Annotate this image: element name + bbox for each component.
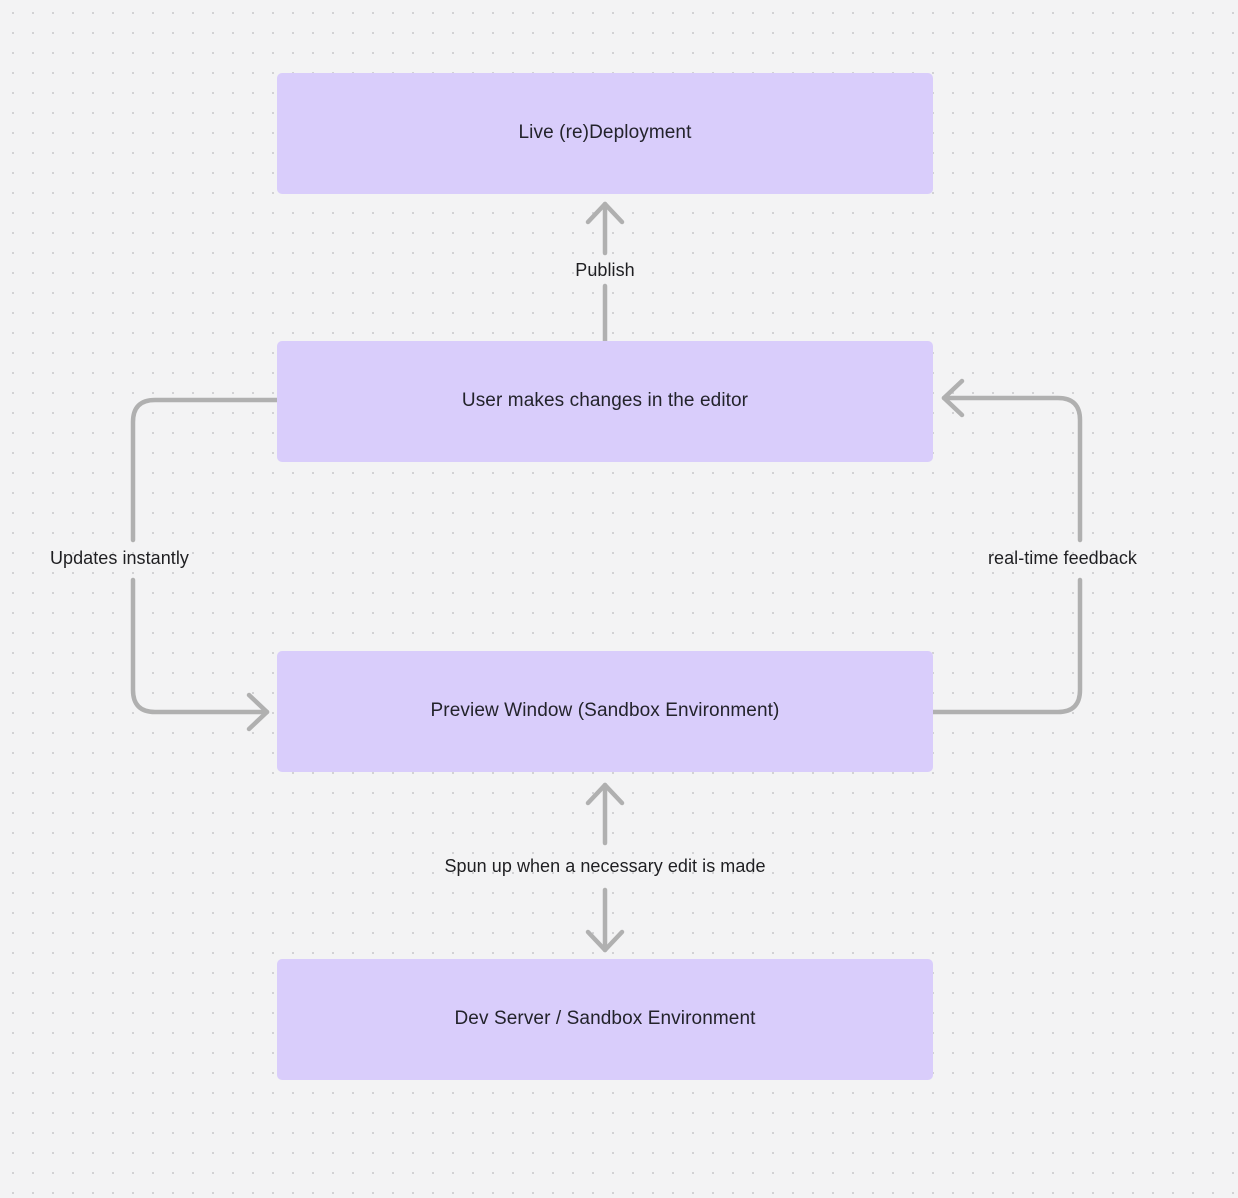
node-live-deployment-label: Live (re)Deployment [518,122,692,144]
node-user-editor-label: User makes changes in the editor [461,390,749,412]
node-user-editor[interactable]: User makes changes in the editor [277,341,933,462]
edge-label-real-time-feedback: real-time feedback [988,548,1137,568]
edge-spun-up-down-arrowhead [585,929,625,953]
node-dev-server[interactable]: Dev Server / Sandbox Environment [277,959,933,1080]
edge-label-spun-up: Spun up when a necessary edit is made [444,856,766,876]
node-preview-window[interactable]: Preview Window (Sandbox Environment) [277,651,933,772]
edge-label-updates-instantly: Updates instantly [50,548,189,568]
node-dev-server-label: Dev Server / Sandbox Environment [454,1008,756,1030]
edge-real-time-feedback-arrowhead [941,378,965,418]
node-live-deployment[interactable]: Live (re)Deployment [277,73,933,194]
edge-label-publish: Publish [575,260,635,280]
edge-real-time-feedback [930,378,1083,715]
node-preview-window-label: Preview Window (Sandbox Environment) [430,700,780,722]
edge-updates-instantly-upper-segment [130,397,280,543]
edge-real-time-feedback-lower-segment [930,577,1083,715]
edge-spun-up-up-arrowhead [585,782,625,806]
edge-updates-instantly-lower-segment [130,577,270,715]
edge-real-time-feedback-upper-segment [941,395,1083,543]
edge-publish-arrowhead [585,201,625,225]
edge-updates-instantly-arrowhead [246,692,270,732]
